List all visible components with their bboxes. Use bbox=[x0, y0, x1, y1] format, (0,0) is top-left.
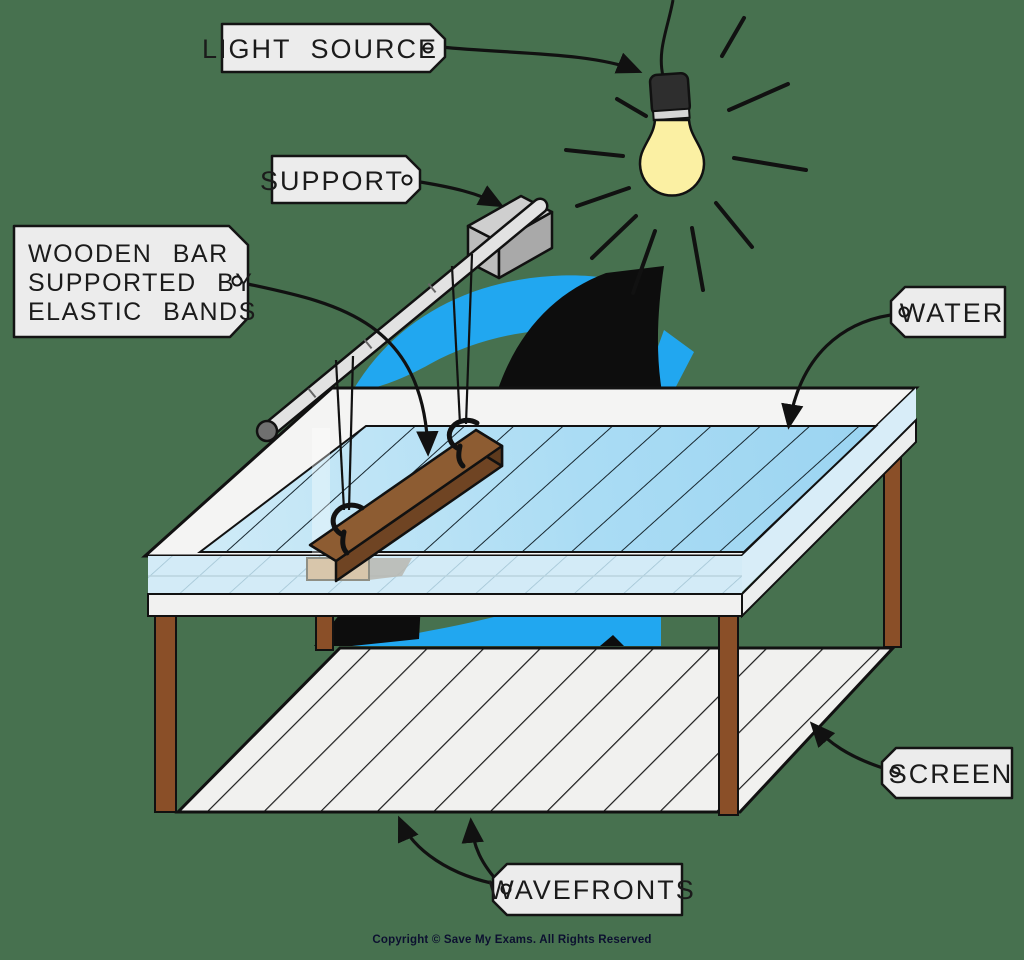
bulb-thread bbox=[652, 107, 691, 122]
tag-hole-icon bbox=[898, 306, 910, 318]
front-right-leg bbox=[718, 609, 739, 816]
logo-black-bit bbox=[600, 635, 624, 646]
bulb-socket bbox=[648, 71, 692, 122]
hook-icon-front bbox=[330, 502, 365, 556]
logo-bottom-swoosh bbox=[344, 552, 661, 646]
arrow-support bbox=[413, 179, 505, 208]
label-support: SUPPORT bbox=[260, 166, 404, 196]
tag-hole-icon bbox=[500, 883, 512, 895]
glass-highlight bbox=[312, 428, 330, 554]
tag-support: SUPPORT bbox=[260, 154, 422, 205]
table-back-legs bbox=[315, 451, 902, 651]
tank-right-glass bbox=[742, 388, 916, 592]
tag-wavefronts: WAVEFRONTS bbox=[488, 862, 696, 917]
elastic-band-string bbox=[450, 265, 462, 425]
bulb-glass bbox=[638, 118, 706, 197]
elastic-band-string bbox=[334, 359, 346, 511]
screen-surface bbox=[174, 646, 897, 814]
tag-hole-icon bbox=[889, 766, 901, 778]
elastic-bands bbox=[334, 253, 474, 511]
label-water: WATER bbox=[900, 298, 1005, 328]
arrow-wavefronts-1 bbox=[398, 815, 502, 887]
elastic-band-string bbox=[347, 355, 355, 511]
tank-base-right bbox=[741, 417, 917, 619]
screen-outline bbox=[174, 646, 897, 814]
light-rays bbox=[564, 16, 808, 295]
label-wooden-bar-line1: WOODEN BAR bbox=[28, 240, 229, 268]
watermark-logo bbox=[314, 266, 694, 646]
bulb-wire bbox=[659, 0, 675, 77]
water-outline bbox=[197, 425, 879, 553]
tag-wooden-bar: WOODEN BAR SUPPORTED BY ELASTIC BANDS bbox=[12, 224, 257, 339]
label-screen: SCREEN bbox=[889, 759, 1014, 789]
front-left-leg bbox=[154, 609, 177, 813]
tag-light-source: LIGHT SOURCE bbox=[202, 22, 447, 74]
wooden-bar bbox=[308, 428, 504, 583]
elastic-band-string bbox=[464, 253, 474, 425]
tag-hole-icon bbox=[422, 42, 434, 54]
rod-joint bbox=[363, 338, 373, 350]
tank-base-front bbox=[147, 593, 743, 617]
bar-shadow bbox=[369, 558, 412, 580]
tag-water: WATER bbox=[889, 285, 1007, 339]
tag-hole-icon bbox=[401, 174, 413, 186]
screen-wavefront-stripes bbox=[178, 648, 893, 812]
arrow-screen bbox=[809, 721, 887, 771]
rod-joint bbox=[427, 282, 437, 294]
label-wooden-bar-line2: SUPPORTED BY bbox=[28, 269, 253, 297]
tag-hole-icon bbox=[231, 275, 243, 287]
support-assembly bbox=[255, 194, 554, 443]
label-tags: LIGHT SOURCE SUPPORT WOODEN BAR SUPPORTE… bbox=[12, 22, 1014, 917]
tag-screen: SCREEN bbox=[880, 746, 1014, 800]
copyright-text: Copyright © Save My Exams. All Rights Re… bbox=[372, 934, 651, 946]
logo-black-blade bbox=[497, 266, 664, 392]
back-right-leg bbox=[883, 451, 902, 648]
label-light-source: LIGHT SOURCE bbox=[202, 34, 438, 64]
hook-icon-back bbox=[446, 417, 480, 469]
wooden-bar-top-face bbox=[308, 428, 504, 563]
tank-front-glass-stripes bbox=[148, 556, 742, 594]
light-bulb bbox=[564, 0, 808, 295]
hooks bbox=[330, 417, 480, 556]
arrow-water bbox=[781, 312, 899, 430]
arrow-light-source bbox=[440, 45, 643, 74]
rod-end-cap bbox=[255, 419, 279, 443]
label-wavefronts: WAVEFRONTS bbox=[488, 875, 696, 905]
back-left-leg bbox=[315, 611, 334, 651]
rod-joint bbox=[307, 387, 317, 399]
support-rod bbox=[255, 197, 549, 443]
label-wooden-bar-line3: ELASTIC BANDS bbox=[28, 298, 257, 326]
arrow-wooden-bar bbox=[242, 281, 439, 457]
